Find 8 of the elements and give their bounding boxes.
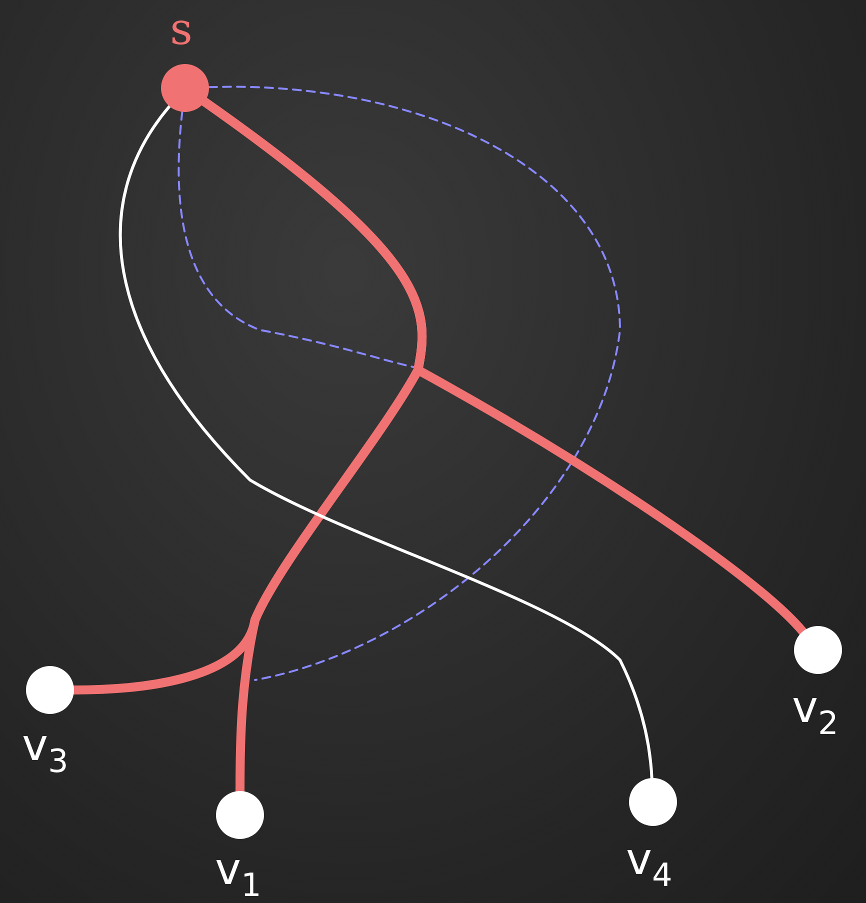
vertex-label: v$_{4}$ bbox=[626, 838, 672, 891]
vertex-label: s bbox=[170, 8, 193, 52]
vertex-label: v$_{2}$ bbox=[792, 686, 838, 739]
curved-edge bbox=[200, 97, 808, 636]
curved-edge bbox=[118, 104, 654, 780]
vertex-label: v$_{3}$ bbox=[22, 724, 68, 777]
vertex-label: v$_{1}$ bbox=[215, 848, 262, 901]
dashed-curve bbox=[208, 86, 621, 681]
